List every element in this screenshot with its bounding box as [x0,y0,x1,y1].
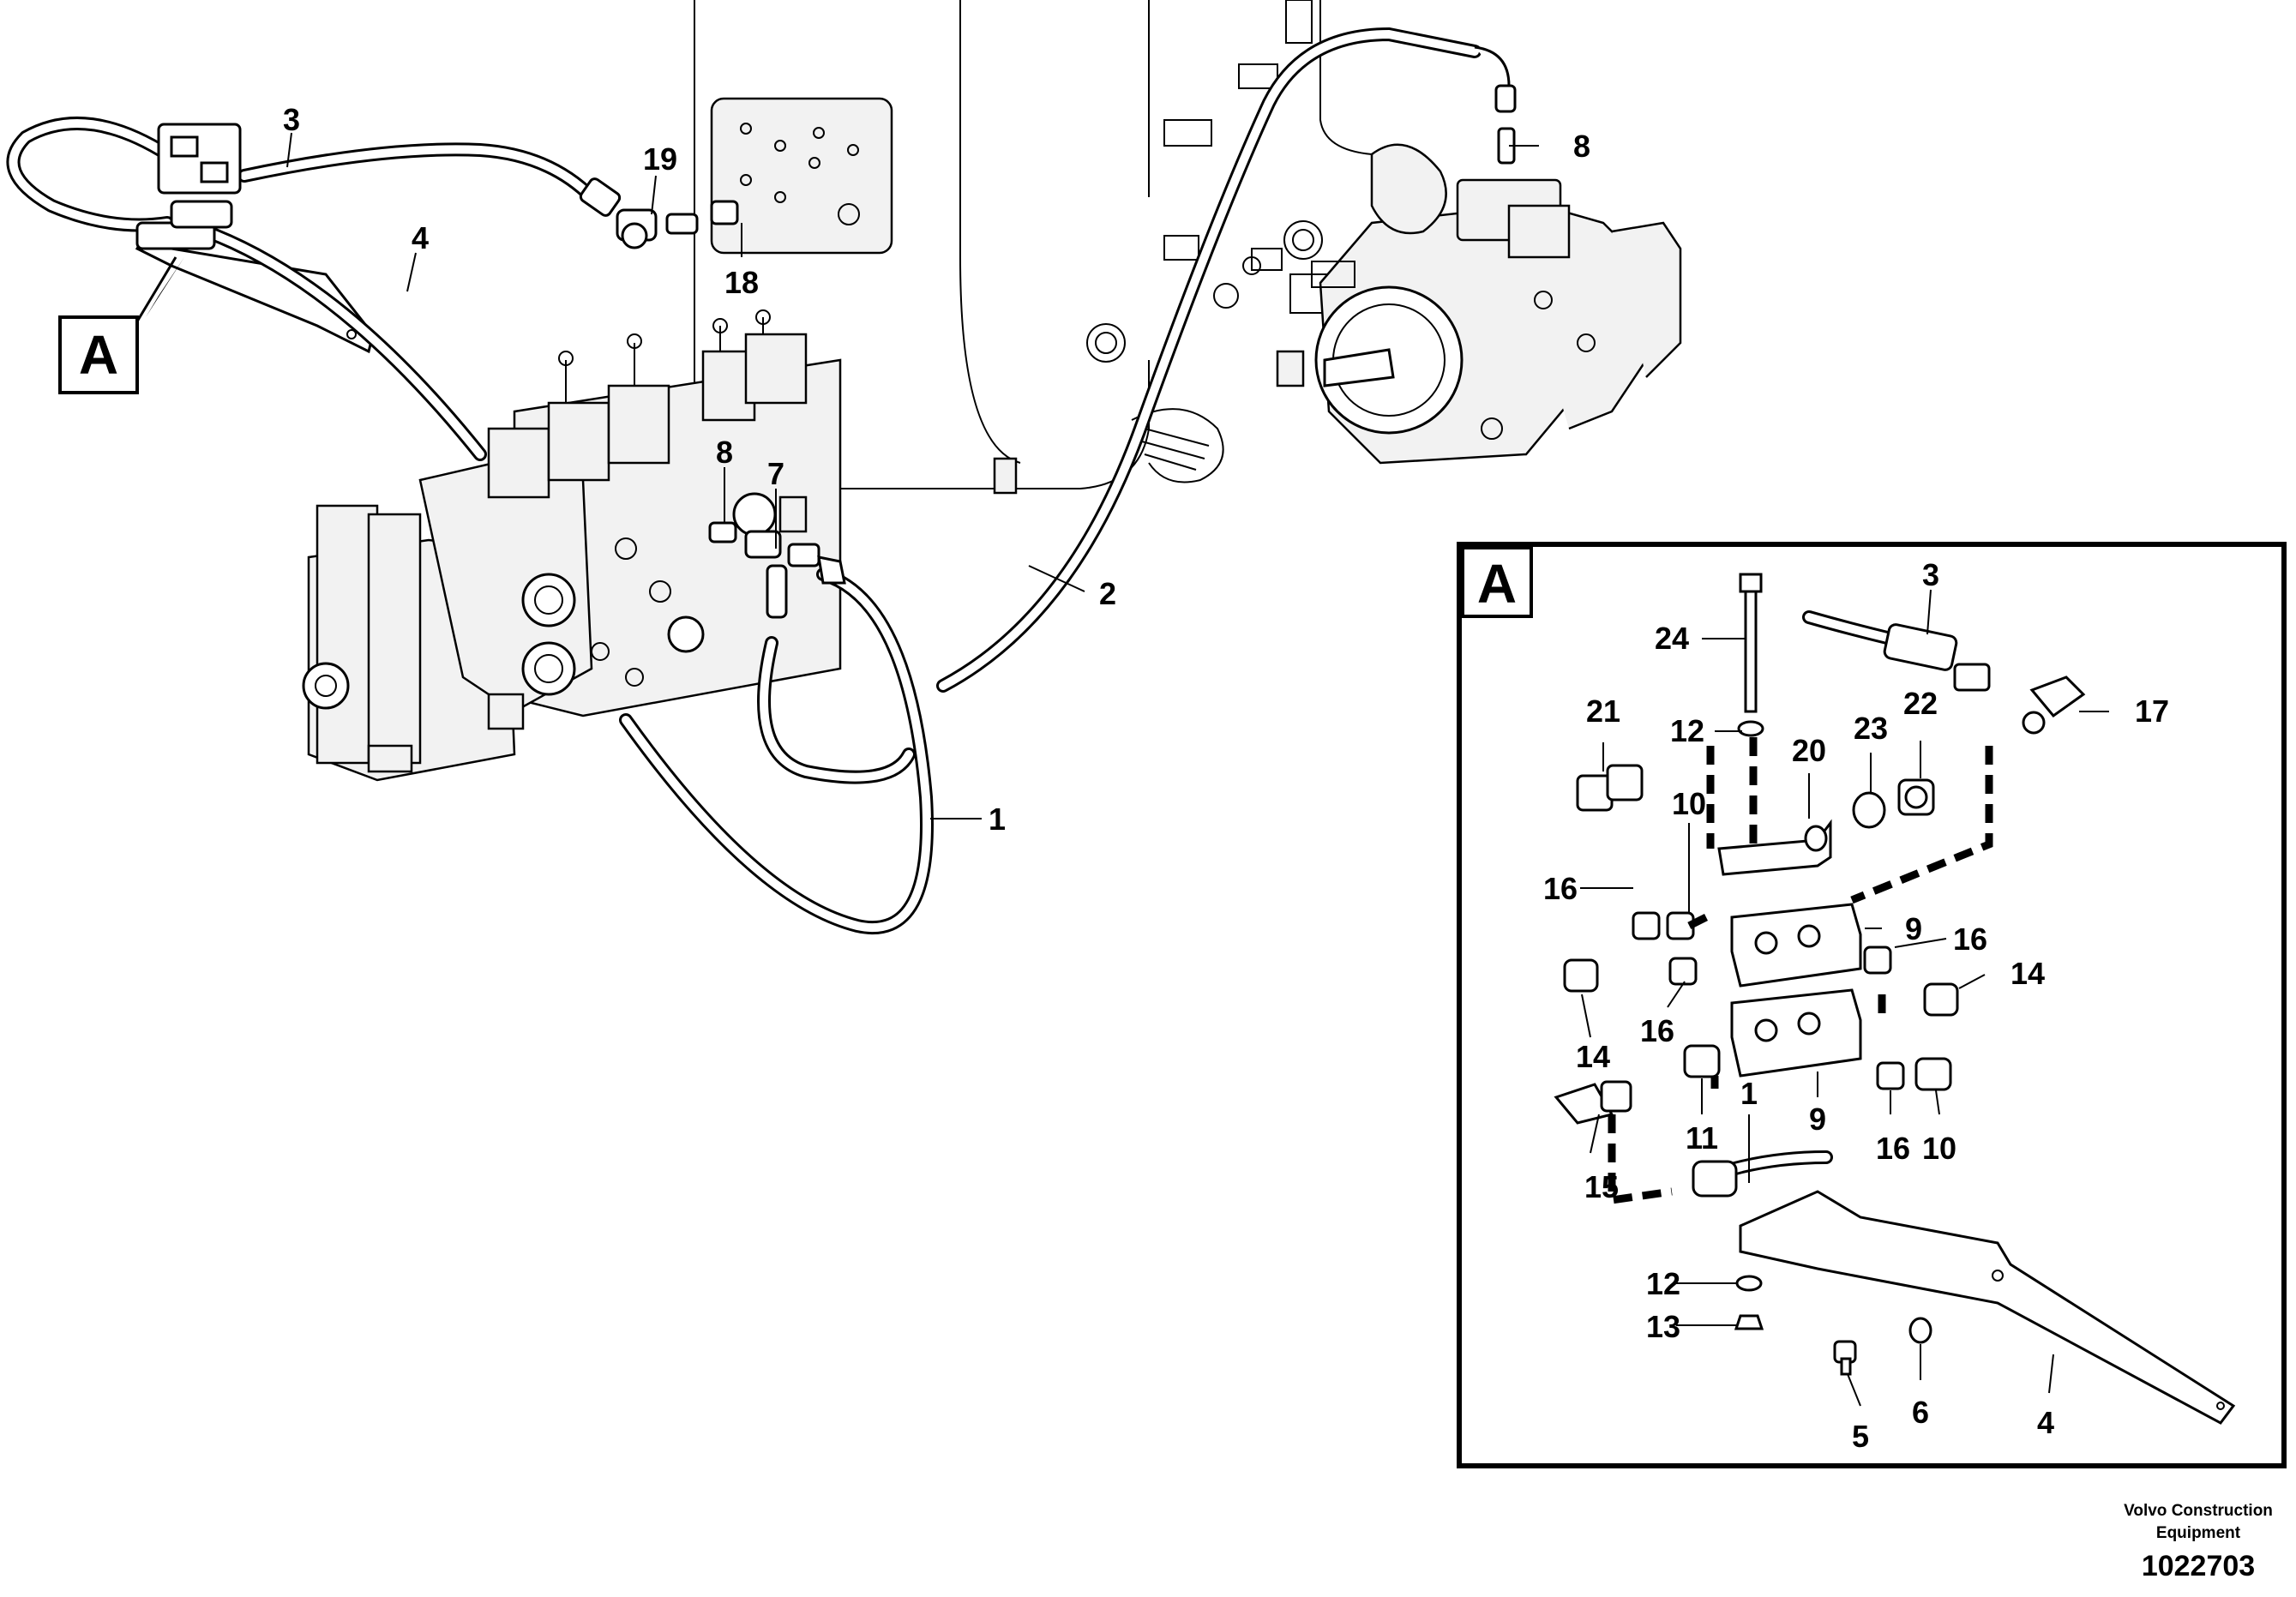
callout-19: 19 [643,141,677,177]
detail-callout-22: 22 [1903,686,1938,721]
detail-callout-14-left: 14 [1576,1039,1610,1074]
leaders-main [286,132,1539,820]
detail-callout-13: 13 [1646,1309,1680,1344]
svg-text:A: A [79,324,118,386]
detail-callout-9-bottom: 9 [1809,1102,1826,1137]
callout-7: 7 [767,456,784,491]
svg-text:A: A [1477,553,1517,615]
detail-callout-16-right: 16 [1953,922,1987,957]
detail-callout-15: 15 [1584,1169,1619,1204]
callout-1: 1 [989,802,1006,837]
detail-callout-14-right: 14 [2011,956,2045,991]
detail-callout-16-mid: 16 [1640,1013,1674,1048]
callout-8-top: 8 [1573,129,1590,164]
detail-callout-10-left: 10 [1672,786,1706,821]
callout-2: 2 [1099,576,1116,611]
detail-callout-1: 1 [1740,1076,1758,1111]
detail-callout-21: 21 [1586,693,1620,729]
section-marker-a: A [58,256,184,394]
detail-callout-6: 6 [1912,1395,1929,1430]
detail-callout-16-bottom: 16 [1876,1131,1910,1166]
detail-callout-12-bottom: 12 [1646,1266,1680,1301]
detail-a-frame: A [1457,542,2287,1468]
detail-callout-20: 20 [1792,733,1826,768]
callout-18: 18 [724,265,759,300]
detail-callout-4: 4 [2037,1405,2054,1440]
detail-a-parts [1554,573,2236,1425]
detail-callout-9-top: 9 [1905,911,1922,946]
callouts-main: 3 4 19 18 8 8 7 2 1 [283,102,1590,837]
detail-callout-11: 11 [1686,1120,1718,1156]
detail-callout-17: 17 [2135,693,2169,729]
detail-a-routing [1608,737,1993,1205]
detail-callout-23: 23 [1854,711,1888,746]
company-name: Volvo Construction Equipment [2113,1500,2284,1545]
detail-callout-24: 24 [1655,621,1689,656]
callout-3: 3 [283,102,300,137]
hydraulic-tank [694,0,1373,495]
hydraulic-pump [1311,143,1682,465]
callout-8-valve: 8 [716,435,733,470]
company-line-2: Equipment [2155,1524,2241,1542]
detail-callout-3: 3 [1922,557,1939,592]
company-line-1: Volvo Construction [2124,1502,2273,1520]
hoses-main [6,27,1482,935]
control-valve [302,309,842,782]
detail-callout-10-bottom: 10 [1922,1131,1956,1166]
reference-number: 1022703 [2141,1550,2256,1582]
detail-callout-12-top: 12 [1670,713,1704,748]
detail-a-callouts: 3 24 17 21 12 23 22 20 10 16 9 16 14 16 … [1543,557,2169,1454]
detail-callout-16-left: 16 [1543,871,1578,906]
detail-a-leaders [1580,589,2109,1407]
detail-callout-5: 5 [1852,1419,1869,1454]
bracket-main [135,225,375,354]
fittings-main [135,45,1517,619]
callout-4: 4 [412,220,429,255]
